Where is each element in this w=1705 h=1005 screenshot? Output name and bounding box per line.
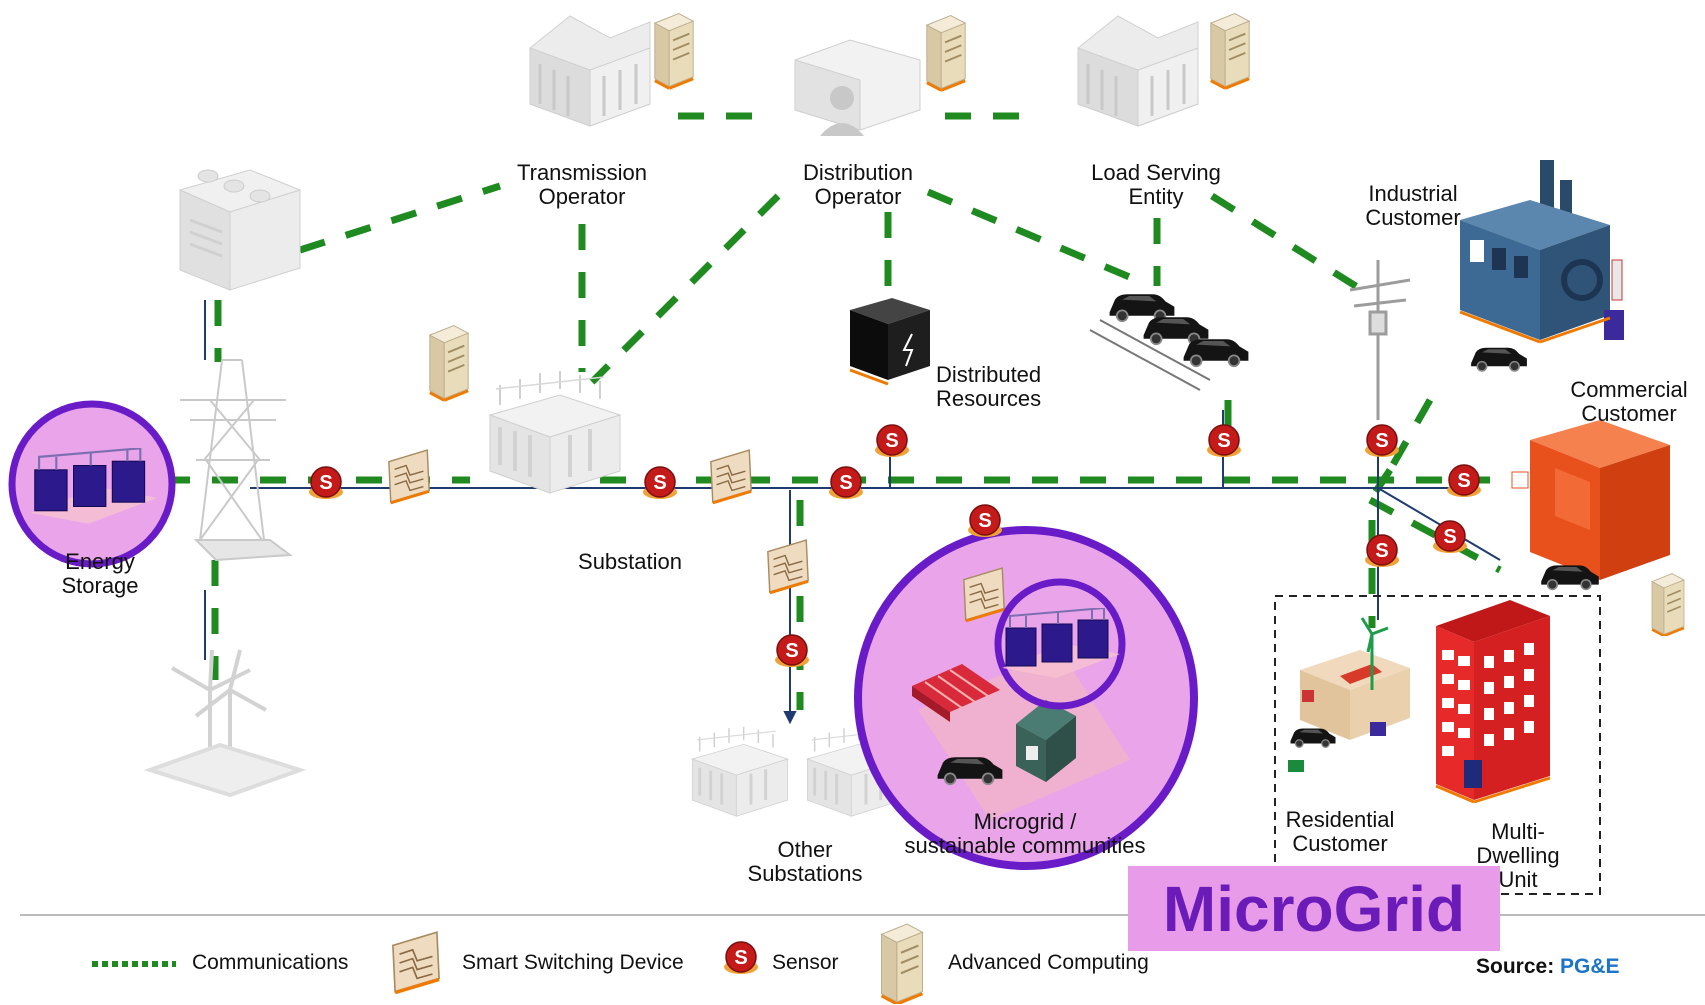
industrial-customer-icon	[1459, 160, 1624, 372]
sensor-letter: S	[1217, 430, 1230, 452]
commercial-customer-icon	[1511, 420, 1686, 636]
transmission-tower-icon	[180, 359, 293, 562]
residential-customer-icon	[1288, 617, 1410, 772]
sensor-letter: S	[319, 472, 332, 494]
sensor-letter: S	[1443, 526, 1456, 548]
distributed-resources-label: Distributed Resources	[936, 362, 1042, 411]
sensor-icon: S	[1365, 424, 1399, 457]
legend-advanced-computing-icon	[879, 922, 925, 1004]
load-serving-entity-building-icon	[1076, 14, 1200, 128]
sensor-icon: S	[968, 504, 1002, 537]
other-substation-icon	[690, 725, 790, 818]
power-plant-icon	[178, 169, 302, 291]
sensor-letter: S	[1375, 540, 1388, 562]
commercial-customer-label: Commercial Customer	[1570, 377, 1688, 426]
sensor-icon: S	[309, 466, 343, 499]
legend-advanced-computing-label: Advanced Computing	[948, 951, 1149, 974]
source-credit: Source: PG&E	[1476, 955, 1620, 979]
transmission-operator-label: Transmission Operator	[517, 160, 647, 209]
industrial-customer-label: Industrial Customer	[1365, 181, 1461, 230]
sensor-letter: S	[839, 472, 852, 494]
load-serving-entity-label: Load Serving Entity	[1091, 160, 1221, 209]
residential-customer-label: Residential Customer	[1285, 807, 1395, 856]
legend-sensor-label: Sensor	[772, 951, 839, 974]
legend-communications-label: Communications	[192, 951, 349, 974]
sensor-icon: S	[829, 466, 863, 499]
sensor-icon: S	[875, 424, 909, 457]
smart-switching-device-icon	[766, 538, 810, 595]
other-substations-label: Other Substations	[747, 837, 863, 886]
green-house-icon	[1016, 700, 1076, 782]
sensor-letter: S	[653, 472, 666, 494]
sensor-letter: S	[785, 640, 798, 662]
wind-turbines-icon	[143, 649, 307, 798]
utility-pole-icon	[1349, 260, 1411, 420]
sensor-letter: S	[1457, 470, 1470, 492]
solar-panels-icon	[912, 664, 1000, 722]
microgrid-highlight	[854, 526, 1198, 870]
substation-icon	[488, 369, 622, 495]
multi-dwelling-unit-icon	[1435, 600, 1551, 804]
transmission-operator-building-icon	[528, 14, 652, 128]
advanced-computing-icon	[428, 324, 470, 402]
smart-switching-device-icon	[387, 448, 431, 505]
sensors: S S S S S S S	[309, 424, 1481, 667]
microgrid-banner: MicroGrid	[1128, 866, 1500, 951]
sensor-letter: S	[978, 510, 991, 532]
distributed-resources-icon	[849, 298, 930, 386]
advanced-computing-icon	[1209, 12, 1251, 90]
advanced-computing-icon	[653, 12, 695, 90]
advanced-computing-icon	[1650, 572, 1686, 636]
multi-dwelling-unit-label: Multi- Dwelling Unit	[1476, 819, 1560, 892]
source-prefix: Source:	[1476, 955, 1555, 978]
smart-switching-device-icon	[709, 448, 753, 505]
microgrid-communities-label: Microgrid / sustainable communities	[904, 809, 1146, 858]
sensor-icon: S	[1433, 520, 1467, 553]
sensor-icon: S	[1447, 464, 1481, 497]
energy-storage-highlight	[8, 400, 176, 568]
distribution-operator-building-icon	[794, 39, 921, 136]
sensor-icon: S	[1207, 424, 1241, 457]
sensor-letter: S	[885, 430, 898, 452]
sensor-letter: S	[1375, 430, 1388, 452]
energy-storage-label: Energy Storage	[61, 549, 139, 598]
microgrid-banner-text: MicroGrid	[1162, 872, 1466, 945]
sensor-icon: S	[775, 634, 809, 667]
legend-smart-switching-label: Smart Switching Device	[462, 951, 684, 974]
legend-sensor-icon: S	[724, 941, 758, 974]
legend-switch-icon	[391, 930, 441, 995]
sensor-icon: S	[643, 466, 677, 499]
source-name: PG&E	[1560, 955, 1620, 978]
advanced-computing-icon	[925, 14, 967, 92]
sensor-letter: S	[734, 947, 747, 969]
substation-label: Substation	[578, 549, 682, 574]
distribution-operator-label: Distribution Operator	[802, 160, 914, 209]
electric-vehicles-icon	[1089, 293, 1250, 391]
sensor-icon: S	[1365, 534, 1399, 567]
